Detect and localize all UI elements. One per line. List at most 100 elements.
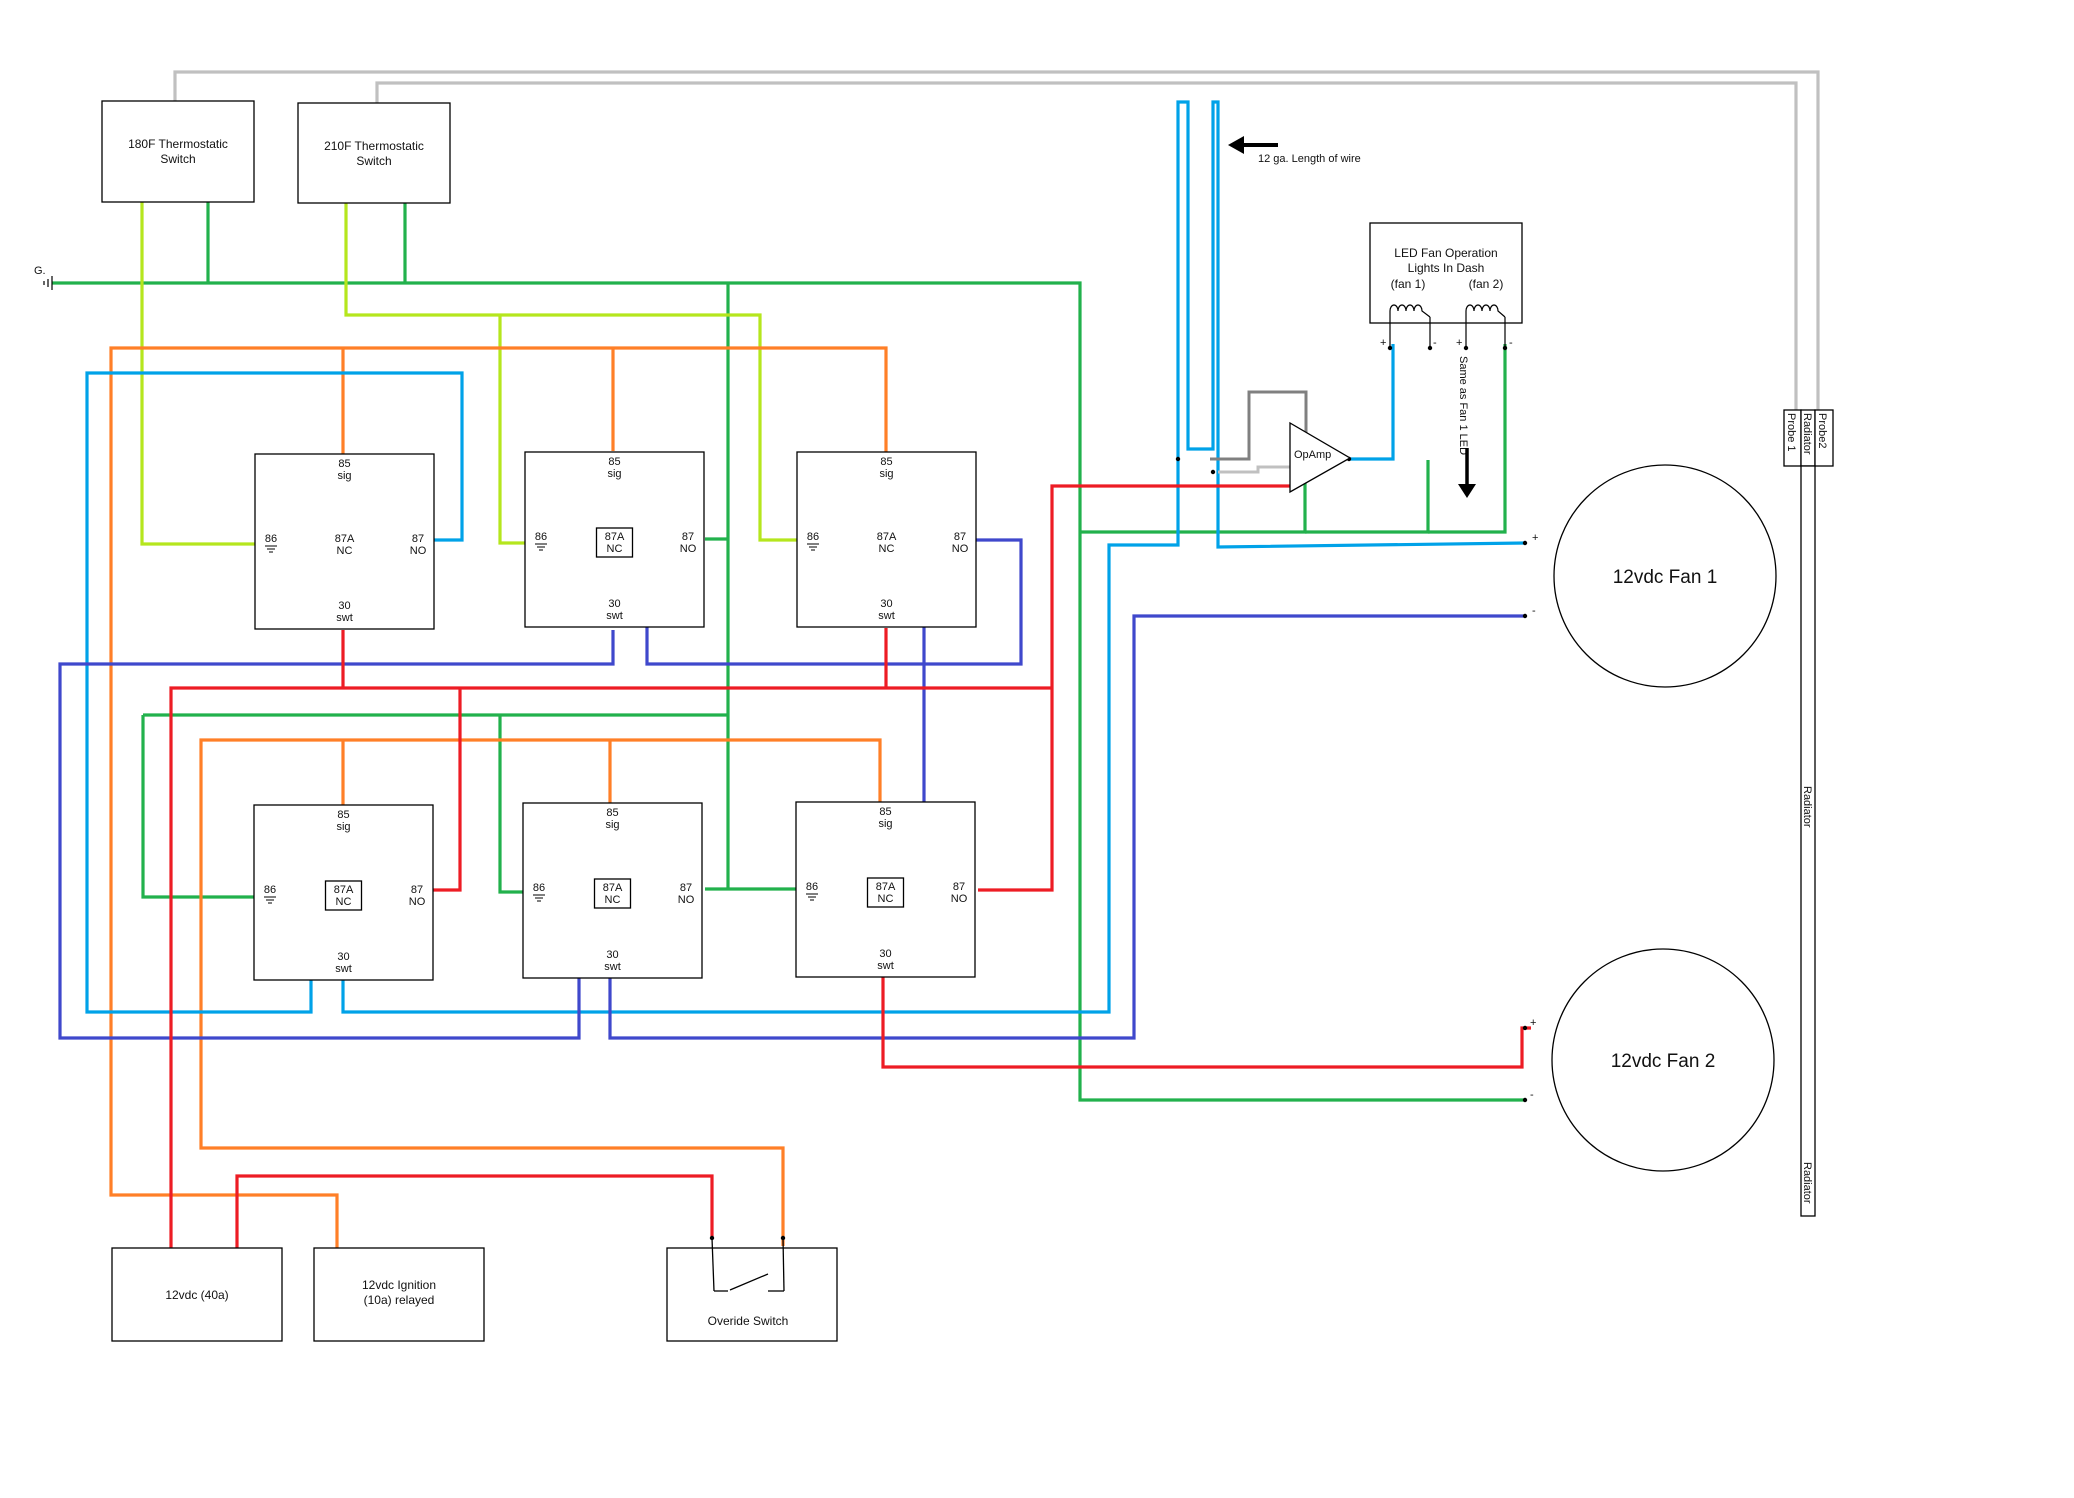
relay-nc-label: NC (337, 545, 353, 557)
ground-icon (807, 543, 819, 551)
ignition-10a: 12vdc Ignition (10a) relayed (313, 1247, 485, 1342)
ground-icon (533, 894, 545, 902)
arrow-left-icon (1228, 136, 1244, 154)
relay-no-label: NO (410, 545, 427, 557)
relay-no-label: NO (680, 543, 697, 555)
relay-swt-label: swt (878, 610, 895, 622)
thermostat-210f-label-1: 210F Thermostatic (324, 139, 424, 153)
led-fan2-plus: + (1456, 337, 1462, 349)
arrow-down-icon (1458, 484, 1476, 498)
opamp-label: OpAmp (1294, 449, 1331, 461)
relay-pin-87: 87 (954, 531, 966, 543)
wire-length-note-text: 12 ga. Length of wire (1258, 153, 1361, 165)
radiator: Probe 1 Radiator Probe2 Radiator Radiato… (1783, 409, 1834, 1217)
relay-pin-87: 87 (411, 884, 423, 896)
switch-icon (711, 1237, 785, 1292)
led-fan1-plus: + (1380, 337, 1386, 349)
relay-pin-86: 86 (533, 882, 545, 894)
relay-sig-label: sig (337, 470, 351, 482)
relay-pin-87: 87 (412, 533, 424, 545)
relay-pin-87a: 87A (603, 882, 623, 894)
thermostat-180f-label-1: 180F Thermostatic (128, 137, 228, 151)
radiator-bottom-label: Radiator (1801, 1162, 1813, 1204)
opamp: OpAmp (1289, 421, 1352, 494)
relay-pin-85: 85 (338, 458, 350, 470)
fan-2-label: 12vdc Fan 2 (1611, 1051, 1716, 1072)
relay-pin-85: 85 (880, 456, 892, 468)
relay-pin-30: 30 (879, 948, 891, 960)
ground-icon (264, 896, 276, 904)
relay-pin-87a: 87A (877, 531, 897, 543)
relay-pin-86: 86 (806, 881, 818, 893)
led-title-1: LED Fan Operation (1394, 246, 1497, 260)
relay-pin-87a: 87A (876, 881, 896, 893)
relay-pin-87a: 87A (334, 884, 354, 896)
relay-pin-87a: 87A (335, 533, 355, 545)
relay-pin-30: 30 (338, 600, 350, 612)
thermostat-180f-label-2: Switch (160, 152, 195, 166)
relay-pin-30: 30 (337, 951, 349, 963)
ground-wire-green (52, 202, 1525, 1102)
relay-pin-85: 85 (608, 456, 620, 468)
relay-pin-86: 86 (535, 531, 547, 543)
fan-1-label: 12vdc Fan 1 (1613, 567, 1718, 588)
relay-pin-85: 85 (606, 807, 618, 819)
led-fan2-minus: - (1509, 337, 1513, 349)
relay-pin-87: 87 (680, 882, 692, 894)
ground-icon (265, 545, 277, 553)
relay-nc-label: NC (336, 896, 352, 908)
relay-no-label: NO (678, 894, 695, 906)
ground-icon: G. (34, 265, 53, 290)
relay-pin-86: 86 (264, 884, 276, 896)
relay-pin-85: 85 (337, 809, 349, 821)
relay-pin-86: 86 (807, 531, 819, 543)
relay-pin-30: 30 (606, 949, 618, 961)
radiator-mid-label: Radiator (1801, 786, 1813, 828)
relay-swt-label: swt (336, 612, 353, 624)
wire-length-note: 12 ga. Length of wire (1228, 136, 1361, 165)
fan-2-minus: - (1530, 1089, 1534, 1101)
ignition-wire-orange (109, 346, 888, 1248)
radiator-top-label: Radiator (1801, 413, 1813, 455)
fan-2: 12vdc Fan 2 + - (1530, 948, 1775, 1172)
relay-pin-30: 30 (608, 598, 620, 610)
relay-pin-87: 87 (953, 881, 965, 893)
override-switch[interactable]: Overide Switch (666, 1237, 838, 1342)
ground-label: G. (34, 265, 46, 277)
relay-sig-label: sig (879, 468, 893, 480)
battery-40a: 12vdc (40a) (111, 1247, 283, 1342)
relay-no-label: NO (952, 543, 969, 555)
led-fan1-label: (fan 1) (1391, 277, 1426, 291)
probe-wire-gray (173, 70, 1820, 410)
led-coil-icon (1389, 304, 1506, 348)
relay-pin-87a: 87A (605, 531, 625, 543)
relay-pin-86: 86 (265, 533, 277, 545)
ignition-label-2: (10a) relayed (364, 1293, 435, 1307)
opamp-triangle-icon (1289, 421, 1352, 494)
led-title-2: Lights In Dash (1408, 261, 1485, 275)
fan-1: 12vdc Fan 1 + - (1532, 464, 1777, 688)
battery-label: 12vdc (40a) (165, 1288, 228, 1302)
relay-nc-label: NC (879, 543, 895, 555)
relay-swt-label: swt (604, 961, 621, 973)
relay-swt-label: swt (606, 610, 623, 622)
led-same-note: Same as Fan 1 LED (1457, 356, 1469, 455)
probe-2-label: Probe2 (1816, 413, 1828, 448)
relay-sig-label: sig (607, 468, 621, 480)
thermostat-signal-wire-lime (140, 202, 797, 546)
relay-sig-label: sig (878, 818, 892, 830)
led-dash-lights: LED Fan Operation Lights In Dash (fan 1)… (1369, 222, 1523, 498)
thermostat-210f-label-2: Switch (356, 154, 391, 168)
wires (52, 70, 1820, 1248)
thermostat-180f: 180F Thermostatic Switch (101, 100, 255, 203)
relay-swt-label: swt (877, 960, 894, 972)
thermostat-210f: 210F Thermostatic Switch (297, 102, 451, 204)
